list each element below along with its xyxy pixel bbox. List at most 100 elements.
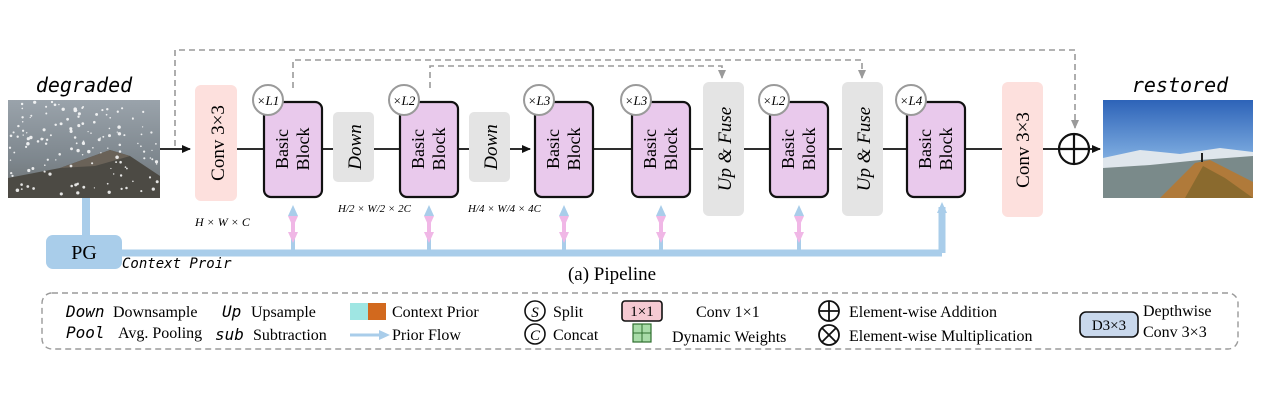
snow-dot xyxy=(44,164,46,166)
snow-dot xyxy=(120,187,123,191)
snow-dot xyxy=(90,132,92,134)
snow-dot xyxy=(149,157,152,159)
multiplier-badge-icon xyxy=(523,84,555,116)
snow-dot xyxy=(29,116,31,119)
snow-dot xyxy=(140,145,142,148)
snow-dot xyxy=(15,188,20,193)
snow-dot xyxy=(118,143,122,147)
legend-conv1-symbol: 1×1 xyxy=(630,304,653,320)
down-label-1: Down xyxy=(345,124,366,170)
split-icon xyxy=(524,300,546,322)
snow-dot xyxy=(50,100,54,104)
legend-up-desc: Upsample xyxy=(251,304,316,321)
conv-first-box xyxy=(195,85,237,201)
snow-dot xyxy=(77,112,81,116)
snow-dot xyxy=(108,127,111,130)
snow-dot xyxy=(27,168,31,173)
snow-dot xyxy=(26,142,30,146)
multiplier-badge-icon xyxy=(620,84,652,116)
upfuse-box-2 xyxy=(842,82,883,216)
snow-dot xyxy=(59,192,63,196)
snow-dot xyxy=(58,103,60,106)
snow-dot xyxy=(48,172,52,176)
snow-dot xyxy=(20,102,24,106)
basic-block-label-line2: Block xyxy=(429,128,449,171)
pg-label: PG xyxy=(71,242,97,264)
snow-dot xyxy=(75,142,78,145)
snow-dot xyxy=(99,137,102,139)
basic-block-label-line2: Block xyxy=(799,128,819,171)
skip-connections xyxy=(174,49,1079,146)
snow-dot xyxy=(26,185,30,188)
snow-dot xyxy=(9,159,12,161)
snow-dot xyxy=(61,107,65,111)
snow-dot xyxy=(76,191,80,195)
snow-dot xyxy=(142,110,145,113)
context-prior-label: Context Proir xyxy=(122,256,232,272)
snow-dot xyxy=(45,105,48,108)
snow-dot xyxy=(11,174,14,178)
snow-dot xyxy=(26,137,30,141)
snow-dot xyxy=(151,187,155,191)
snow-dot xyxy=(119,174,123,177)
snow-dot xyxy=(55,159,57,161)
snow-dot xyxy=(110,167,112,170)
basic-block-label-line1: Basic xyxy=(543,129,563,169)
conv-first-label: Conv 3×3 xyxy=(208,105,229,181)
snow-dot xyxy=(117,125,121,129)
multiplier-label: ×L1 xyxy=(257,93,280,108)
snow-dot xyxy=(45,138,49,142)
snow-dot xyxy=(69,164,73,168)
snow-dot xyxy=(70,184,73,188)
pg-box xyxy=(46,235,122,269)
basic-block-label-line1: Basic xyxy=(408,129,428,169)
snow-dot xyxy=(74,183,78,187)
snow-dot xyxy=(106,108,109,111)
multiplier-badge-icon xyxy=(388,84,420,116)
multiplier-label: ×L2 xyxy=(763,93,786,108)
legend-split-symbol: S xyxy=(531,305,539,321)
snow-dot xyxy=(131,117,134,120)
snow-dot xyxy=(155,180,159,184)
legend-pool-term: Pool xyxy=(66,323,105,342)
snow-dot xyxy=(107,190,111,194)
snow-dot xyxy=(107,147,109,149)
conv-last-box xyxy=(1002,82,1043,217)
legend-sub-term: sub xyxy=(215,325,244,344)
snow-dot xyxy=(29,135,33,140)
snow-dot xyxy=(73,136,77,139)
conv1x1-icon xyxy=(621,300,663,322)
snow-dot xyxy=(115,161,118,164)
snow-dot xyxy=(36,140,40,143)
legend: Down Downsample Pool Avg. Pooling Up Ups… xyxy=(41,292,1239,350)
output-label: restored xyxy=(1132,73,1229,97)
snow-dot xyxy=(151,158,154,161)
snow-dot xyxy=(10,171,13,175)
snow-dot xyxy=(82,142,85,145)
multiplier-badge-icon xyxy=(895,84,927,116)
snow-dot xyxy=(82,140,85,143)
snow-dot xyxy=(124,166,127,168)
snow-dot xyxy=(106,182,109,185)
snow-dot xyxy=(76,148,80,153)
snow-dot xyxy=(142,150,146,153)
snow-dot xyxy=(17,124,20,128)
snow-dot xyxy=(77,124,81,128)
snow-dot xyxy=(116,131,118,133)
legend-dw-line1: Depthwise xyxy=(1143,303,1211,320)
snow-dot xyxy=(137,142,139,145)
snow-dot xyxy=(13,151,16,154)
snow-dot xyxy=(141,126,144,128)
legend-pool-desc: Avg. Pooling xyxy=(118,325,202,342)
concat-icon xyxy=(524,323,546,345)
snow-dot xyxy=(150,131,153,134)
snow-dot xyxy=(16,135,19,138)
legend-up-term: Up xyxy=(222,302,241,321)
snow-dot xyxy=(77,115,80,118)
snow-dot xyxy=(69,129,73,133)
basic-block-label-line2: Block xyxy=(661,128,681,171)
snow-dot xyxy=(25,145,28,148)
